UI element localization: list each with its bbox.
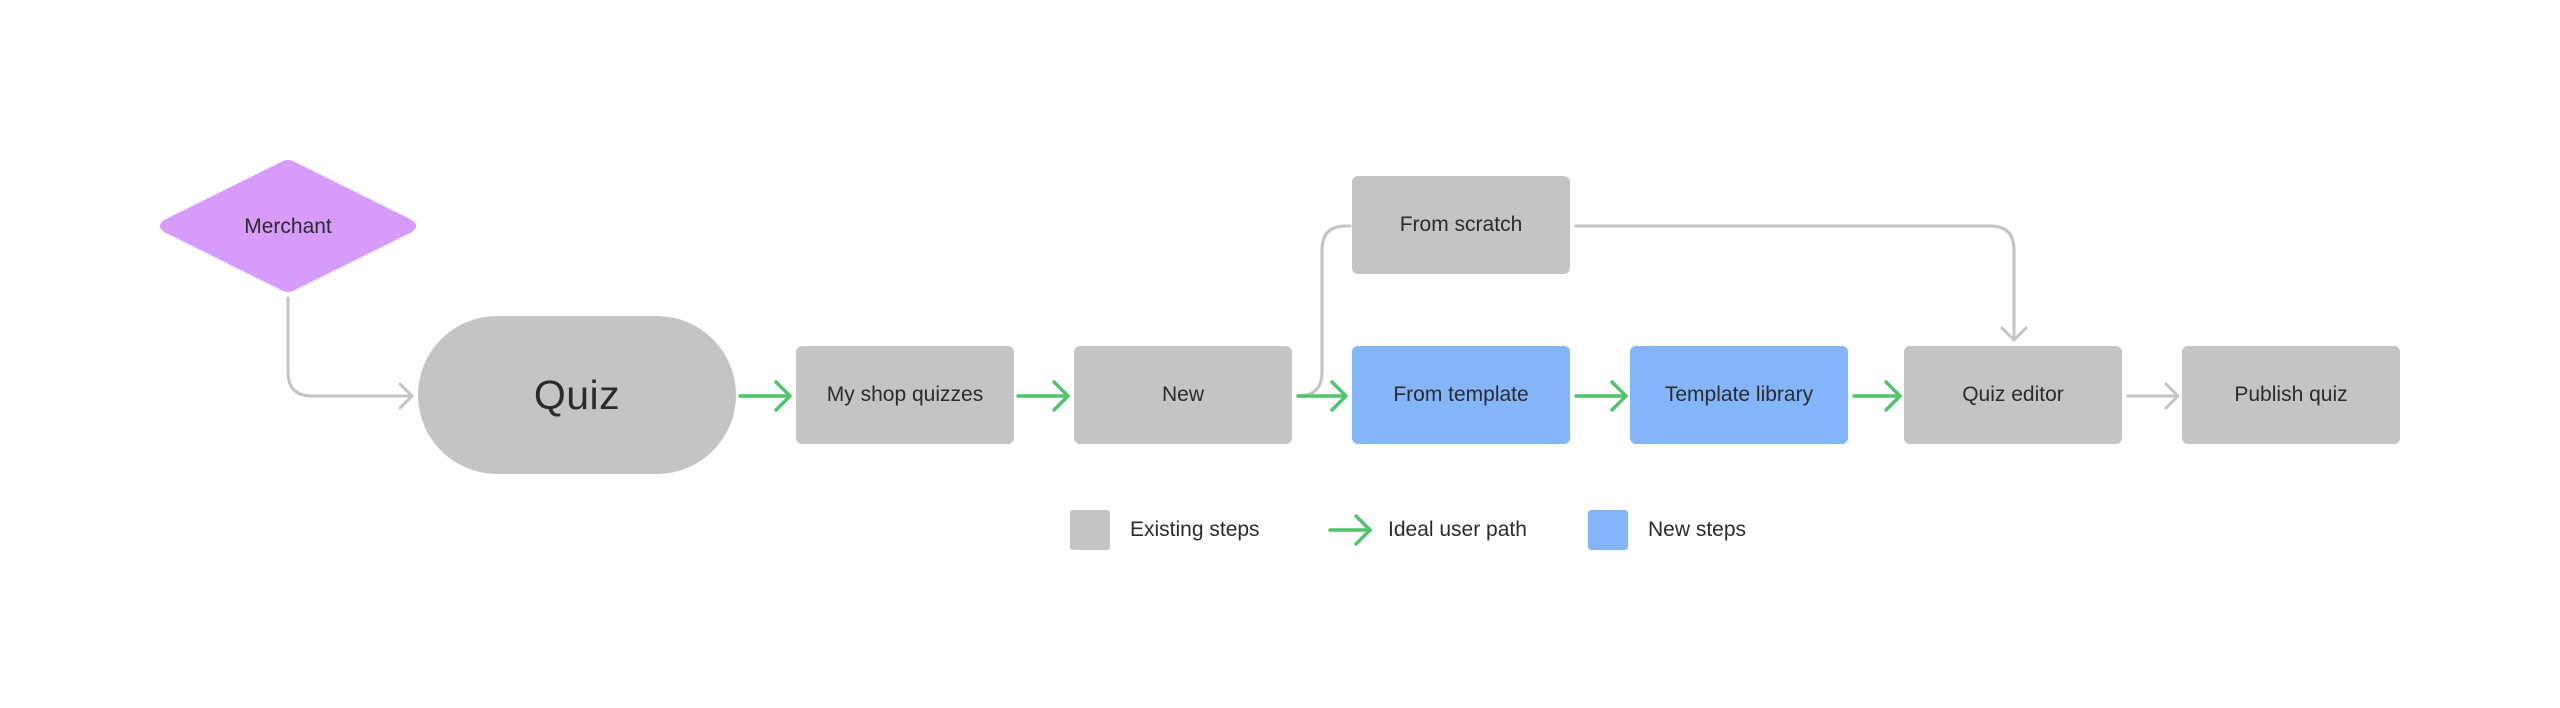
- node-quiz-label: Quiz: [533, 371, 621, 418]
- arrowhead-merchant-to-quiz: [398, 382, 414, 410]
- node-new-label: New: [1161, 383, 1204, 406]
- node-merchant-label: Merchant: [244, 215, 332, 238]
- edge-merchant-to-quiz: [286, 296, 414, 398]
- arrowhead-template-library-to-quiz-editor: [1884, 380, 1902, 412]
- node-from-scratch-label: From scratch: [1399, 213, 1523, 236]
- legend-new-label: New steps: [1648, 518, 1747, 541]
- node-template-library: Template library: [1630, 346, 1848, 444]
- edge-from-scratch-to-quiz-editor: [1574, 224, 2016, 342]
- legend-ideal-path-label: Ideal user path: [1388, 518, 1527, 541]
- legend-new-swatch: [1588, 510, 1628, 550]
- node-merchant: Merchant: [168, 206, 408, 248]
- node-publish-quiz-label: Publish quiz: [2234, 383, 2348, 406]
- node-publish-quiz: Publish quiz: [2182, 346, 2400, 444]
- arrowhead-from-scratch-to-quiz-editor: [2000, 326, 2028, 342]
- arrowhead-quiz-to-my-shop-quizzes: [774, 380, 792, 412]
- arrowhead-quiz-editor-to-publish-quiz: [2164, 382, 2180, 410]
- node-quiz: Quiz: [418, 316, 736, 474]
- arrowhead-from-template-to-template-library: [1610, 380, 1628, 412]
- node-new: New: [1074, 346, 1292, 444]
- arrowhead-new-to-from-template: [1330, 380, 1348, 412]
- node-my-shop-quizzes-label: My shop quizzes: [826, 383, 984, 406]
- legend-ideal-path-arrowhead: [1354, 514, 1372, 546]
- node-template-library-label: Template library: [1664, 383, 1814, 406]
- legend-existing-label: Existing steps: [1130, 518, 1260, 541]
- edge-new-to-from-scratch: [1296, 224, 1352, 398]
- merchant-diamond-shape: [160, 160, 416, 292]
- legend-existing-swatch: [1070, 510, 1110, 550]
- node-from-template: From template: [1352, 346, 1570, 444]
- node-from-template-label: From template: [1393, 383, 1529, 406]
- node-quiz-editor: Quiz editor: [1904, 346, 2122, 444]
- arrowhead-my-shop-quizzes-to-new: [1052, 380, 1070, 412]
- node-quiz-editor-label: Quiz editor: [1962, 383, 2064, 406]
- node-from-scratch: From scratch: [1352, 176, 1570, 274]
- node-my-shop-quizzes: My shop quizzes: [796, 346, 1014, 444]
